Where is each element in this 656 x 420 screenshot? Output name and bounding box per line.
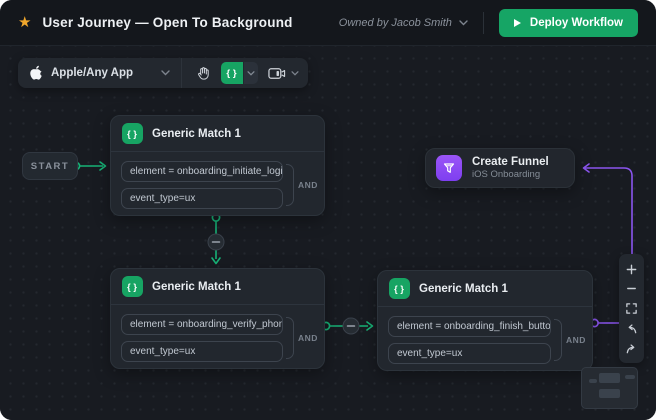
undo-button[interactable] <box>624 320 640 336</box>
node-title: Generic Match 1 <box>152 127 241 140</box>
collapse-connector-button[interactable] <box>207 233 225 251</box>
fit-view-button[interactable] <box>624 301 640 317</box>
generic-match-node-3[interactable]: { } Generic Match 1 element = onboarding… <box>377 270 593 371</box>
node-title: Generic Match 1 <box>419 282 508 295</box>
and-bracket <box>286 164 294 206</box>
funnel-node-subtitle: iOS Onboarding <box>472 169 541 181</box>
redo-button[interactable] <box>624 340 640 356</box>
owner-chevron-down-icon[interactable] <box>459 19 468 26</box>
workflow-canvas[interactable]: Apple/Any App { } <box>0 46 656 420</box>
and-operator-label: AND <box>298 333 318 343</box>
condition-row[interactable]: event_type=ux <box>121 341 283 362</box>
header-right: Owned by Jacob Smith Deploy Workflow <box>338 8 638 37</box>
start-node-label: START <box>30 160 70 172</box>
zoom-out-button[interactable] <box>624 281 640 297</box>
zoom-in-button[interactable] <box>624 261 640 277</box>
node-title: Generic Match 1 <box>152 280 241 293</box>
collapse-connector-button[interactable] <box>342 317 360 335</box>
and-bracket <box>286 317 294 359</box>
generic-match-node-2[interactable]: { } Generic Match 1 element = onboarding… <box>110 268 325 369</box>
and-operator-label: AND <box>566 335 586 345</box>
deploy-workflow-button[interactable]: Deploy Workflow <box>498 8 638 37</box>
braces-icon: { } <box>122 276 143 297</box>
play-icon <box>513 18 521 27</box>
recording-chevron-down-icon[interactable] <box>291 70 299 76</box>
node-body: element = onboarding_initiate_login even… <box>111 152 324 219</box>
braces-icon: { } <box>122 123 143 144</box>
toolbar-divider <box>181 58 182 88</box>
pan-hand-tool-button[interactable] <box>192 62 214 84</box>
minimap-node-block <box>625 375 635 379</box>
braces-icon: { } <box>389 278 410 299</box>
app-selector-chevron-down-icon <box>161 70 170 76</box>
canvas-toolbar: Apple/Any App { } <box>18 58 308 88</box>
header-bar: ★ User Journey — Open To Background Owne… <box>0 0 656 46</box>
hand-icon <box>197 66 209 80</box>
create-funnel-node[interactable]: Create Funnel iOS Onboarding <box>425 148 575 188</box>
minimap[interactable] <box>581 367 638 409</box>
node-header: { } Generic Match 1 <box>378 271 592 307</box>
node-body: element = onboarding_finish_button event… <box>378 307 592 374</box>
video-camera-icon <box>268 67 286 79</box>
node-body: element = onboarding_verify_phone event_… <box>111 305 324 372</box>
and-bracket <box>554 319 562 361</box>
condition-row[interactable]: element = onboarding_initiate_login <box>121 161 283 182</box>
favorite-star-icon[interactable]: ★ <box>18 14 32 31</box>
funnel-node-title: Create Funnel <box>472 155 549 168</box>
app-selector-label: Apple/Any App <box>51 67 133 79</box>
owner-label: Owned by Jacob Smith <box>338 16 452 29</box>
page-title: User Journey — Open To Background <box>42 15 293 30</box>
apple-logo-icon <box>30 65 42 80</box>
minimap-node-block <box>599 373 620 383</box>
header-divider <box>482 11 484 34</box>
node-header: { } Generic Match 1 <box>111 116 324 152</box>
braces-icon: { } <box>221 62 243 84</box>
condition-row[interactable]: element = onboarding_finish_button <box>388 316 551 337</box>
canvas-controls <box>619 254 644 363</box>
deploy-workflow-label: Deploy Workflow <box>529 16 623 29</box>
generic-match-tool-button[interactable]: { } <box>221 62 258 84</box>
generic-match-node-1[interactable]: { } Generic Match 1 element = onboarding… <box>110 115 325 216</box>
minimap-node-block <box>599 389 620 398</box>
condition-row[interactable]: element = onboarding_verify_phone <box>121 314 283 335</box>
condition-row[interactable]: event_type=ux <box>388 343 551 364</box>
app-selector-dropdown[interactable]: Apple/Any App <box>29 65 170 81</box>
minimap-node-block <box>589 379 597 383</box>
start-node[interactable]: START <box>22 152 78 180</box>
node-header: { } Generic Match 1 <box>111 269 324 305</box>
and-operator-label: AND <box>298 180 318 190</box>
funnel-icon <box>436 155 462 181</box>
generic-match-chevron-down-icon[interactable] <box>244 62 258 84</box>
recording-tool-button[interactable] <box>268 67 299 80</box>
condition-row[interactable]: event_type=ux <box>121 188 283 209</box>
